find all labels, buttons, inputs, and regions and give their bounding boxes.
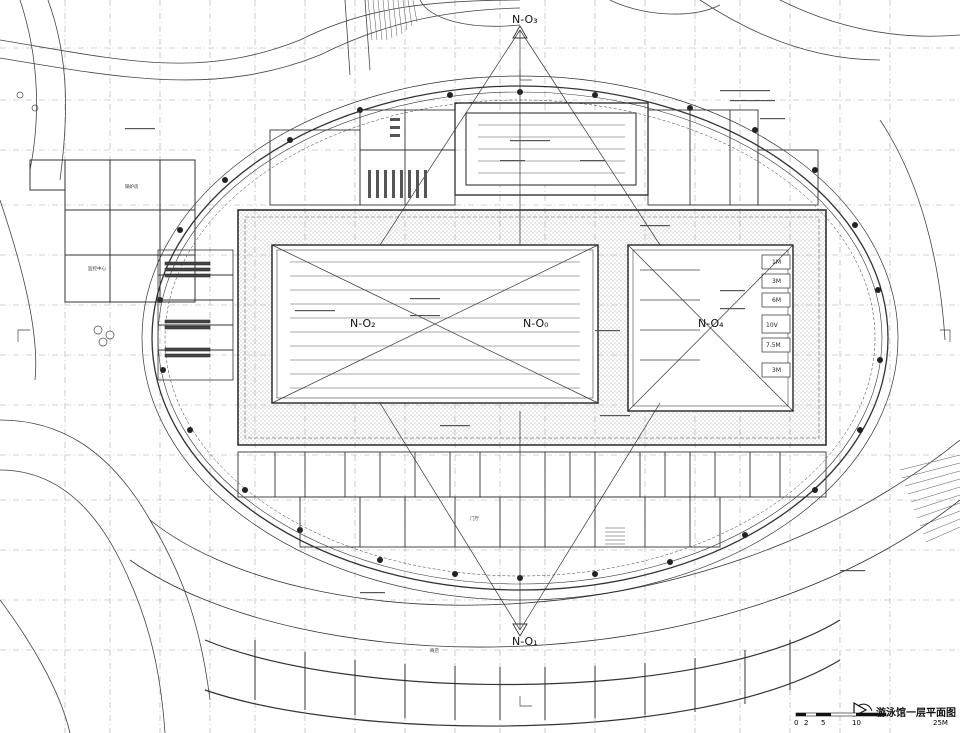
bottom-rooms (237, 451, 827, 548)
depth-label: 6M (772, 297, 781, 304)
left-shelves (164, 261, 211, 358)
room-label: 锅炉房 (125, 183, 139, 190)
annotation-marks (125, 90, 865, 594)
training-pool (454, 102, 649, 196)
section-label-center: N-O₀ (523, 317, 549, 330)
depth-label: 3M (772, 278, 781, 285)
room-label: 商店 (430, 647, 439, 654)
section-label-top: N-O₃ (512, 13, 538, 26)
scale-tick-label: 0 (794, 719, 798, 727)
top-rooms (269, 109, 819, 206)
room-label: 门厅 (470, 515, 479, 522)
oval-columns (157, 89, 883, 581)
scale-bar: 0 2 5 10 25M (794, 712, 948, 727)
axis-markers (17, 70, 951, 707)
section-label-left-pool: N-O₂ (350, 317, 376, 330)
depth-label: 10V (766, 322, 779, 329)
scale-tick-label: 2 (804, 719, 808, 727)
depth-label: 3M (772, 367, 781, 374)
section-label-right-pool: N-O₄ (698, 317, 724, 330)
depth-label: 1M (772, 259, 781, 266)
left-wing (29, 159, 234, 381)
room-label: 监控中心 (88, 265, 106, 272)
landscape-trees (16, 91, 115, 347)
drawing-title: 游泳馆一层平面图 (876, 708, 956, 719)
bottom-stair (605, 527, 625, 545)
section-lines (271, 25, 794, 637)
section-label-bottom: N-O₁ (512, 635, 538, 648)
scale-tick-label: 5 (821, 719, 825, 727)
scale-tick-label: 10 (852, 719, 861, 727)
depth-label: 7.5M (766, 342, 781, 349)
locker-benches (368, 118, 427, 198)
right-steps (899, 454, 960, 543)
scale-tick-label: 25M (933, 719, 948, 727)
top-stair (367, 0, 418, 41)
